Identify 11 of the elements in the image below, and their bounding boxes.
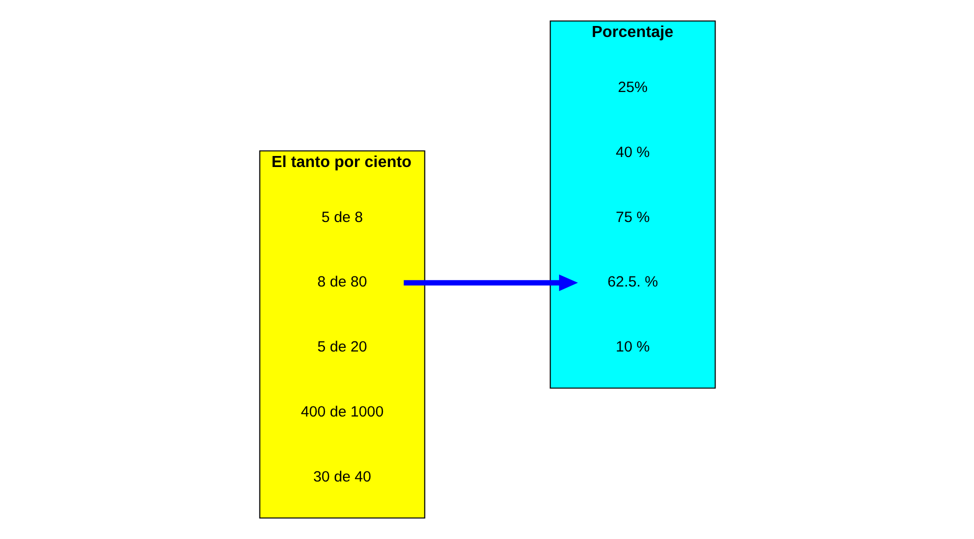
node-text: 400 de 1000 — [300, 404, 384, 421]
node-text: 30 de 40 — [312, 469, 371, 486]
node-text: 75 % — [615, 210, 650, 226]
node-text: 40 % — [615, 144, 650, 161]
node-text: 25% — [617, 80, 648, 96]
node-text: 5 de 20 — [316, 340, 367, 356]
node-text: 10 % — [615, 340, 650, 356]
node-text: 5 de 8 — [321, 210, 362, 226]
node-text: 62.5. % — [607, 274, 658, 291]
arrow — [403, 274, 578, 292]
node-text: 8 de 80 — [316, 274, 367, 291]
